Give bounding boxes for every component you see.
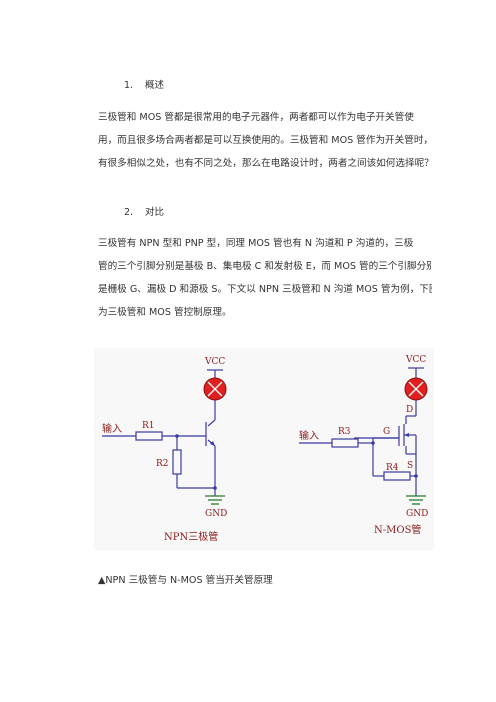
ground-icon — [406, 495, 426, 505]
circuit-diagram: VCC 输入 R1 R2 GND NPN三极管 — [102, 355, 428, 543]
npn-title: NPN三极管 — [164, 530, 218, 543]
npn-vcc-label: VCC — [204, 357, 225, 367]
lamp-icon — [203, 377, 227, 401]
r2-label: R2 — [156, 459, 169, 469]
nmos-input-label: 输入 — [299, 429, 319, 442]
nmos-vcc-label: VCC — [405, 355, 426, 365]
paragraph-line: 有很多相似之处，也有不同之处，那么在电路设计时，两者之间该如何选择呢？ — [98, 158, 432, 169]
gate-label: G — [383, 427, 390, 437]
paragraph-line: 管的三个引脚分别是基极 B、集电极 C 和发射极 E，而 MOS 管的三个引脚分… — [98, 261, 432, 272]
mos-arrow-icon — [404, 433, 409, 437]
nmos-title: N-MOS管 — [374, 523, 421, 536]
nmos-gnd-label: GND — [406, 509, 428, 519]
section-1-heading: 1. 概述 — [124, 77, 164, 91]
npn-gnd-label: GND — [205, 509, 227, 519]
section-1-paragraph: 三极管和 MOS 管都是很常用的电子元器件，两者都可以作为电子开关管使 用，而且… — [98, 106, 432, 175]
paragraph-line: 三极管和 MOS 管都是很常用的电子元器件，两者都可以作为电子开关管使 — [98, 112, 414, 123]
npn-input-label: 输入 — [102, 422, 122, 435]
section-2-title: 对比 — [145, 207, 165, 218]
r4-label: R4 — [386, 463, 399, 473]
section-2-number: 2. — [124, 207, 134, 218]
paragraph-line: 用，而且很多场合两者都是可以互换使用的。三极管和 MOS 管作为开关管时， — [98, 135, 432, 146]
junction-dot — [213, 486, 217, 490]
r1-label: R1 — [142, 421, 155, 431]
paragraph-line: 三极管有 NPN 型和 PNP 型，同理 MOS 管也有 N 沟道和 P 沟道的… — [98, 238, 414, 249]
emitter-arrow-icon — [210, 441, 215, 446]
ground-icon — [205, 495, 225, 505]
section-1-title: 概述 — [145, 80, 165, 91]
junction-dot — [175, 434, 179, 438]
paragraph-line: 是栅极 G、漏极 D 和源极 S。下文以 NPN 三极管和 N 沟道 MOS 管… — [98, 284, 432, 295]
junction-dot — [371, 441, 375, 445]
lamp-icon — [404, 377, 428, 401]
source-label: S — [407, 461, 413, 471]
section-2-heading: 2. 对比 — [124, 204, 164, 218]
r3-label: R3 — [338, 427, 351, 437]
circuit-figure: VCC 输入 R1 R2 GND NPN三极管 — [94, 348, 434, 550]
paragraph-line: 为三极管和 MOS 管控制原理。 — [98, 307, 232, 318]
section-1-number: 1. — [124, 80, 134, 91]
drain-label: D — [406, 405, 413, 415]
section-2-paragraph: 三极管有 NPN 型和 PNP 型，同理 MOS 管也有 N 沟道和 P 沟道的… — [98, 232, 432, 324]
junction-dot — [414, 474, 418, 478]
figure-caption: ▲NPN 三极管与 N-MOS 管当开关管原理 — [98, 575, 273, 586]
